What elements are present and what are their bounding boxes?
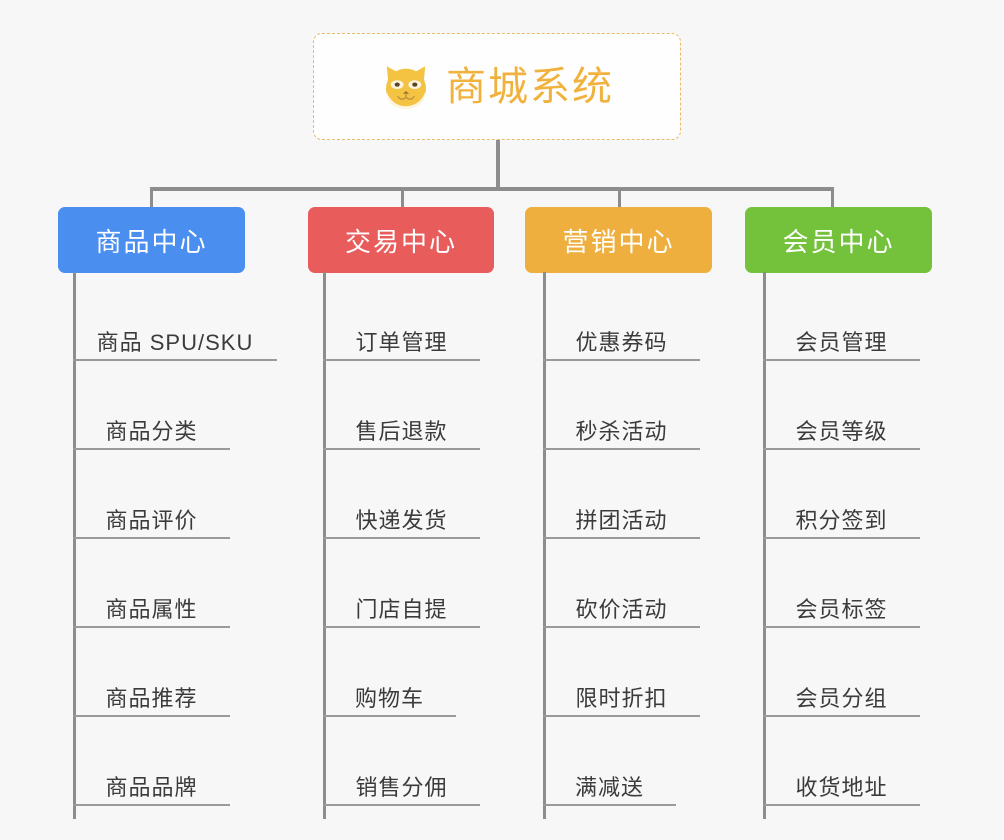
- leaf-item-0-0[interactable]: 商品 SPU/SKU: [73, 272, 277, 361]
- leaf-item-2-4[interactable]: 限时折扣: [543, 628, 700, 717]
- leaf-item-1-2[interactable]: 快递发货: [323, 450, 480, 539]
- shiba-dog-icon: [386, 65, 426, 109]
- leaf-item-1-0[interactable]: 订单管理: [323, 272, 480, 361]
- connector-drop-1: [150, 187, 153, 207]
- root-node[interactable]: 商城系统: [313, 33, 681, 140]
- leaf-item-2-5[interactable]: 满减送: [543, 717, 676, 806]
- category-box-1[interactable]: 交易中心: [308, 207, 494, 273]
- category-box-3[interactable]: 会员中心: [745, 207, 932, 273]
- leaf-trunk-3: [763, 272, 766, 819]
- leaf-item-0-4[interactable]: 商品推荐: [73, 628, 230, 717]
- root-title: 商城系统: [446, 64, 614, 109]
- leaf-label-1-2: 快递发货: [355, 507, 448, 533]
- leaf-item-3-4[interactable]: 会员分组: [763, 628, 920, 717]
- leaf-item-2-3[interactable]: 砍价活动: [543, 539, 700, 628]
- connector-drop-4: [831, 187, 834, 207]
- category-label-1: 交易中心: [344, 226, 457, 257]
- leaf-item-0-3[interactable]: 商品属性: [73, 539, 230, 628]
- leaf-label-3-5: 收货地址: [795, 774, 888, 800]
- leaf-item-1-4[interactable]: 购物车: [323, 628, 456, 717]
- category-label-0: 商品中心: [95, 226, 208, 257]
- connector-horizontal-bus: [150, 187, 834, 191]
- leaf-item-1-3[interactable]: 门店自提: [323, 539, 480, 628]
- leaf-item-2-1[interactable]: 秒杀活动: [543, 361, 700, 450]
- leaf-label-0-1: 商品分类: [105, 418, 198, 444]
- leaf-label-2-1: 秒杀活动: [575, 418, 668, 444]
- leaf-label-3-1: 会员等级: [795, 418, 888, 444]
- leaf-label-1-4: 购物车: [354, 685, 424, 711]
- leaf-item-3-0[interactable]: 会员管理: [763, 272, 920, 361]
- connector-drop-2: [401, 187, 404, 207]
- leaf-label-0-4: 商品推荐: [105, 685, 198, 711]
- leaf-label-0-0: 商品 SPU/SKU: [96, 329, 254, 355]
- leaf-label-2-2: 拼团活动: [575, 507, 668, 533]
- leaf-label-2-5: 满减送: [574, 774, 644, 800]
- leaf-item-2-0[interactable]: 优惠券码: [543, 272, 700, 361]
- leaf-trunk-1: [323, 272, 326, 819]
- leaf-item-3-5[interactable]: 收货地址: [763, 717, 920, 806]
- leaf-item-0-5[interactable]: 商品品牌: [73, 717, 230, 806]
- connector-drop-3: [618, 187, 621, 207]
- leaf-label-0-3: 商品属性: [105, 596, 198, 622]
- leaf-item-1-1[interactable]: 售后退款: [323, 361, 480, 450]
- leaf-item-0-1[interactable]: 商品分类: [73, 361, 230, 450]
- leaf-label-3-4: 会员分组: [795, 685, 888, 711]
- leaf-label-1-0: 订单管理: [355, 329, 448, 355]
- category-label-2: 营销中心: [562, 226, 675, 257]
- leaf-label-3-2: 积分签到: [795, 507, 888, 533]
- category-box-0[interactable]: 商品中心: [58, 207, 245, 273]
- leaf-item-3-1[interactable]: 会员等级: [763, 361, 920, 450]
- leaf-label-0-2: 商品评价: [105, 507, 198, 533]
- leaf-label-1-1: 售后退款: [355, 418, 448, 444]
- leaf-label-2-4: 限时折扣: [575, 685, 668, 711]
- leaf-item-3-3[interactable]: 会员标签: [763, 539, 920, 628]
- leaf-label-2-0: 优惠券码: [575, 329, 668, 355]
- leaf-item-0-2[interactable]: 商品评价: [73, 450, 230, 539]
- leaf-label-1-5: 销售分佣: [355, 774, 448, 800]
- category-box-2[interactable]: 营销中心: [525, 207, 712, 273]
- leaf-label-3-3: 会员标签: [795, 596, 888, 622]
- connector-root-stem: [496, 140, 500, 190]
- leaf-trunk-0: [73, 272, 76, 819]
- leaf-label-0-5: 商品品牌: [105, 774, 198, 800]
- leaf-label-3-0: 会员管理: [795, 329, 888, 355]
- leaf-trunk-2: [543, 272, 546, 819]
- leaf-label-1-3: 门店自提: [355, 596, 448, 622]
- leaf-item-3-2[interactable]: 积分签到: [763, 450, 920, 539]
- category-label-3: 会员中心: [782, 226, 895, 257]
- leaf-item-2-2[interactable]: 拼团活动: [543, 450, 700, 539]
- leaf-label-2-3: 砍价活动: [575, 596, 668, 622]
- leaf-item-1-5[interactable]: 销售分佣: [323, 717, 480, 806]
